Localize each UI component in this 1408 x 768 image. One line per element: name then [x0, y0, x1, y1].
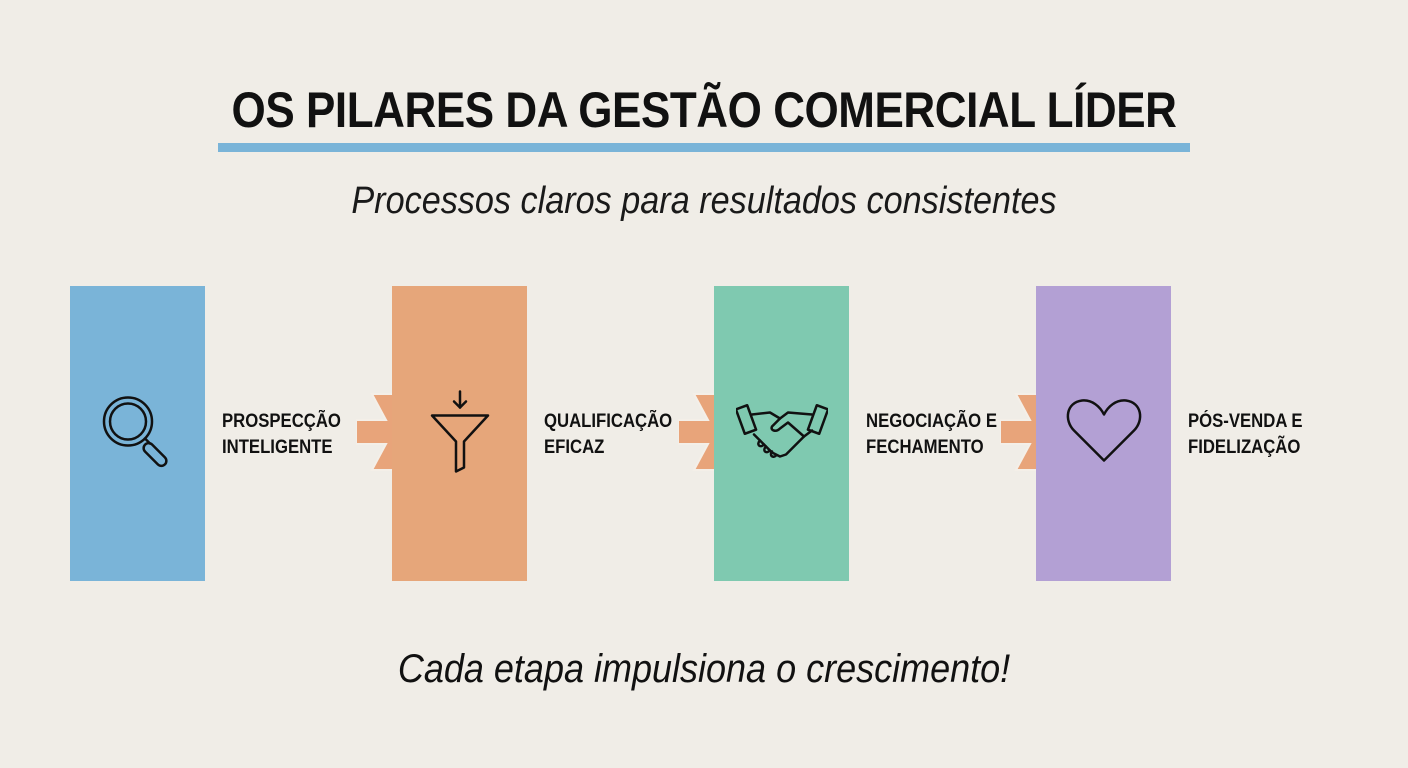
step-label-negociacao: NEGOCIAÇÃO E FECHAMENTO — [866, 411, 997, 458]
heart-icon — [1064, 396, 1144, 471]
title-underline — [218, 143, 1190, 152]
step-card-negociacao — [714, 286, 849, 581]
step-card-posvenda — [1036, 286, 1171, 581]
footer-tagline: Cada etapa impulsiona o crescimento! — [397, 647, 1011, 691]
step-card-prospeccao — [70, 286, 205, 581]
step-label-qualificacao: QUALIFICAÇÃO EFICAZ — [544, 411, 673, 458]
step-label-prospeccao: PROSPECÇÃO INTELIGENTE — [222, 411, 341, 458]
step-label-posvenda: PÓS-VENDA E FIDELIZAÇÃO — [1188, 411, 1303, 458]
handshake-icon — [734, 400, 829, 467]
magnifier-icon — [98, 391, 178, 476]
subtitle: Processos claros para resultados consist… — [351, 180, 1057, 222]
page-title: OS PILARES DA GESTÃO COMERCIAL LÍDER — [231, 82, 1177, 138]
step-card-qualificacao — [392, 286, 527, 581]
funnel-icon — [428, 389, 492, 478]
